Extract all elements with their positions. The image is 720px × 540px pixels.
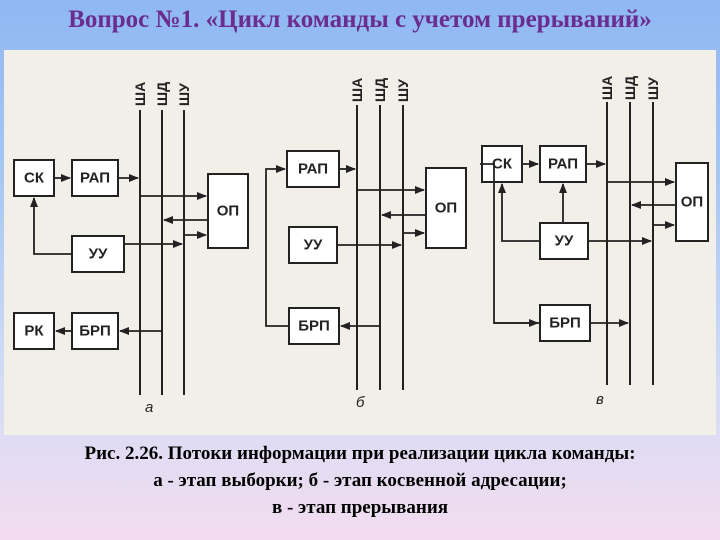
block-brp: БРП (71, 312, 119, 350)
block-brp: БРП (288, 307, 340, 345)
panel-a-flows (30, 174, 208, 335)
panel-c: ША ШД ШУ СК РАП УУ БРП ОП (480, 76, 709, 408)
svg-text:ОП: ОП (217, 203, 239, 220)
panel-c-label: в (596, 391, 604, 408)
caption-line-1: Рис. 2.26. Потоки информации при реализа… (84, 443, 636, 464)
svg-text:БРП: БРП (79, 323, 111, 340)
panel-b-flows (265, 165, 426, 330)
block-rap: РАП (286, 150, 340, 188)
panel-b: ША ШД ШУ РАП УУ БРП ОП (265, 78, 467, 411)
svg-text:БРП: БРП (549, 315, 581, 332)
block-op: ОП (675, 162, 709, 242)
block-sk: СК (13, 159, 55, 197)
block-brp: БРП (539, 304, 591, 342)
svg-text:РАП: РАП (548, 156, 578, 173)
caption-line-3: в - этап прерывания (271, 497, 449, 518)
svg-text:ОП: ОП (435, 200, 457, 217)
diagram-figure: ША ШД ШУ СК РАП УУ РК БРП (4, 50, 716, 435)
caption-line-2: а - этап выборки; б - этап косвенной адр… (153, 470, 567, 491)
svg-text:СК: СК (492, 156, 513, 173)
bus-label-shu: ШУ (176, 83, 192, 106)
panel-b-buses (356, 105, 404, 390)
panel-a: ША ШД ШУ СК РАП УУ РК БРП (13, 82, 249, 416)
svg-text:БРП: БРП (298, 318, 330, 335)
bus-label-shd: ШД (622, 76, 638, 100)
block-rap: РАП (539, 145, 587, 183)
bus-label-sha: ША (132, 82, 148, 106)
panel-c-flows (480, 160, 676, 327)
slide-title: Вопрос №1. «Цикл команды с учетом прерыв… (68, 6, 652, 33)
svg-text:УУ: УУ (555, 233, 574, 250)
panel-c-buses (606, 102, 654, 385)
svg-text:РАП: РАП (80, 170, 110, 187)
svg-text:РК: РК (24, 323, 44, 340)
panel-b-label: б (356, 394, 365, 411)
svg-text:РАП: РАП (298, 161, 328, 178)
block-uu: УУ (539, 222, 589, 260)
panel-a-label: а (145, 399, 153, 416)
diagram-svg: ША ШД ШУ СК РАП УУ РК БРП (13, 76, 709, 416)
bus-label-shu: ШУ (395, 79, 411, 102)
bus-label-sha: ША (349, 78, 365, 102)
block-uu: УУ (288, 226, 338, 264)
svg-text:ОП: ОП (681, 194, 703, 211)
bus-label-shd: ШД (372, 78, 388, 102)
svg-text:СК: СК (24, 170, 45, 187)
block-op: ОП (425, 167, 467, 249)
svg-text:УУ: УУ (304, 237, 323, 254)
bus-label-sha: ША (599, 76, 615, 100)
block-uu: УУ (71, 235, 125, 273)
block-rk: РК (13, 312, 55, 350)
figure-caption: Рис. 2.26. Потоки информации при реализа… (0, 440, 720, 521)
block-rap: РАП (71, 159, 119, 197)
panel-a-buses (139, 110, 185, 395)
svg-text:УУ: УУ (89, 246, 108, 263)
block-op: ОП (207, 173, 249, 249)
bus-label-shu: ШУ (645, 77, 661, 100)
bus-label-shd: ШД (154, 82, 170, 106)
